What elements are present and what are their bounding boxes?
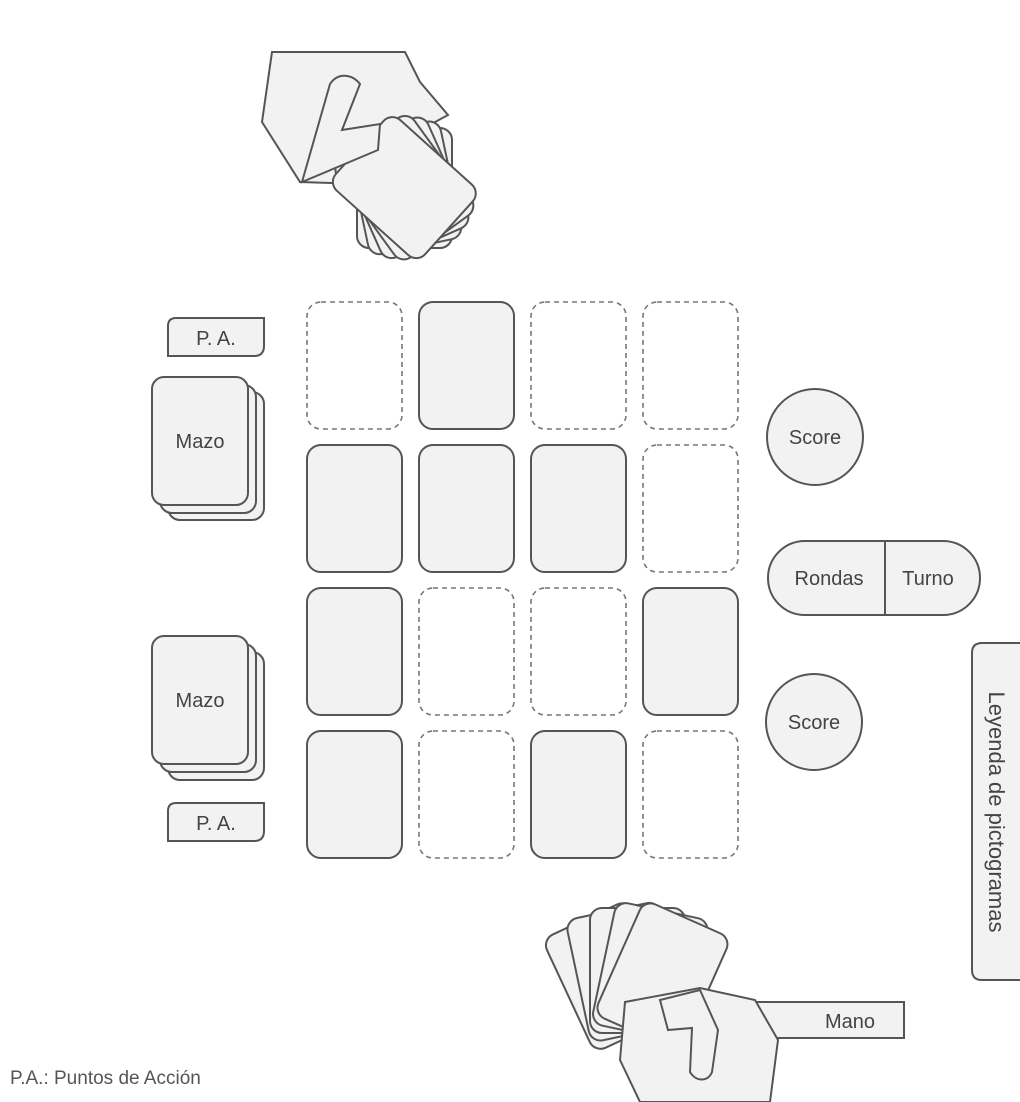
opponent-hand (260, 51, 477, 261)
board-card[interactable] (530, 730, 627, 859)
score-label: Score (789, 427, 841, 449)
action-points-label: P. A. (196, 328, 236, 350)
board-empty-slot[interactable] (642, 444, 739, 573)
board-card[interactable] (642, 587, 739, 716)
board-empty-slot[interactable] (418, 730, 515, 859)
player-hand: Mano (544, 901, 905, 1102)
deck-label: Mazo (176, 690, 225, 712)
opponent-deck[interactable]: Mazo (151, 376, 265, 521)
turn-label: Turno (902, 568, 954, 590)
player-thumb-icon (658, 988, 720, 1081)
player-score: Score (765, 673, 863, 771)
board-empty-slot[interactable] (530, 587, 627, 716)
opponent-action-points: P. A. (167, 317, 265, 357)
rounds-label: Rondas (795, 568, 864, 590)
board-empty-slot[interactable] (642, 730, 739, 859)
opponent-score: Score (766, 388, 864, 486)
board-card[interactable] (306, 587, 403, 716)
board-card[interactable] (530, 444, 627, 573)
legend-tab[interactable]: Leyenda de pictogramas (971, 642, 1020, 981)
player-deck[interactable]: Mazo (151, 635, 265, 781)
hand-label: Mano (751, 1001, 905, 1039)
svg-text:Mano: Mano (825, 1011, 875, 1033)
board-card[interactable] (306, 730, 403, 859)
board-empty-slot[interactable] (642, 301, 739, 430)
player-action-points: P. A. (167, 802, 265, 842)
board-empty-slot[interactable] (530, 301, 627, 430)
rounds-turn-indicator: Rondas Turno (767, 540, 981, 616)
footnote: P.A.: Puntos de Acción (10, 1068, 201, 1089)
board-card[interactable] (418, 301, 515, 430)
deck-label: Mazo (176, 431, 225, 453)
board-empty-slot[interactable] (418, 587, 515, 716)
legend-tab-label: Leyenda de pictogramas (984, 692, 1009, 933)
board-grid (306, 301, 739, 859)
board-card[interactable] (306, 444, 403, 573)
board-card[interactable] (418, 444, 515, 573)
action-points-label: P. A. (196, 813, 236, 835)
opponent-thumb-icon (300, 74, 382, 184)
board-empty-slot[interactable] (306, 301, 403, 430)
score-label: Score (788, 712, 840, 734)
